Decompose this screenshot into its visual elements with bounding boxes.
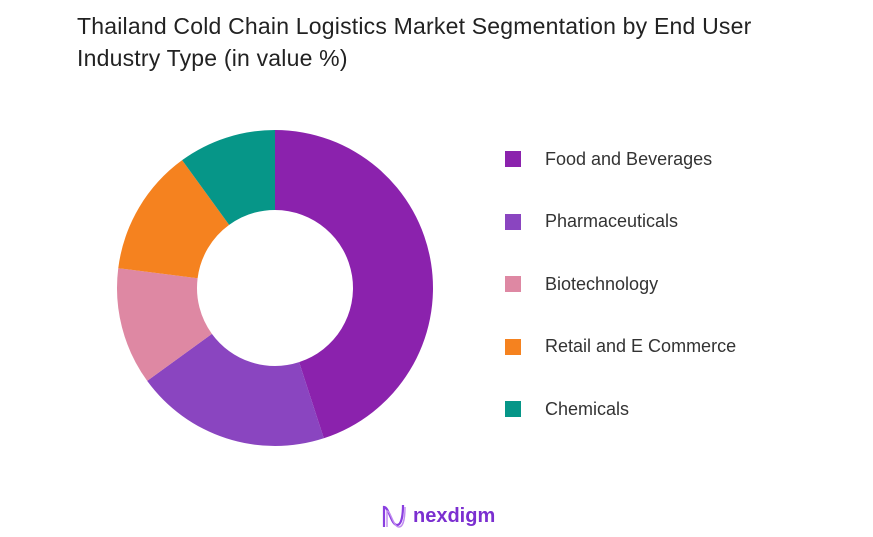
legend-swatch (505, 338, 521, 355)
donut-slice-food-and-beverages (275, 130, 433, 439)
nexdigm-logo-icon (382, 504, 406, 528)
legend-label: Food and Beverages (545, 148, 713, 169)
legend-label: Pharmaceuticals (545, 211, 679, 232)
legend-swatch (505, 276, 521, 293)
legend-swatch (505, 151, 521, 168)
legend-item: Retail and E Commerce (505, 316, 736, 379)
legend-item: Biotechnology (505, 253, 736, 316)
donut-slice-pharmaceuticals (147, 333, 324, 447)
legend-swatch (505, 213, 521, 230)
donut-slice-chemicals (182, 130, 275, 225)
legend: Food and Beverages Pharmaceuticals Biote… (505, 128, 736, 441)
chart-title: Thailand Cold Chain Logistics Market Seg… (77, 13, 752, 71)
legend-item: Pharmaceuticals (505, 191, 736, 254)
legend-swatch (505, 401, 521, 418)
nexdigm-logo: nexdigm (381, 503, 495, 529)
logo-text: nexdigm (413, 504, 496, 527)
donut-slice-retail-and-e-commerce (118, 160, 230, 279)
legend-label: Biotechnology (545, 273, 659, 294)
legend-item: Chemicals (505, 378, 736, 441)
donut-slice-biotechnology (117, 268, 212, 381)
legend-label: Retail and E Commerce (545, 336, 737, 357)
legend-label: Chemicals (545, 398, 630, 419)
legend-item: Food and Beverages (505, 128, 736, 191)
